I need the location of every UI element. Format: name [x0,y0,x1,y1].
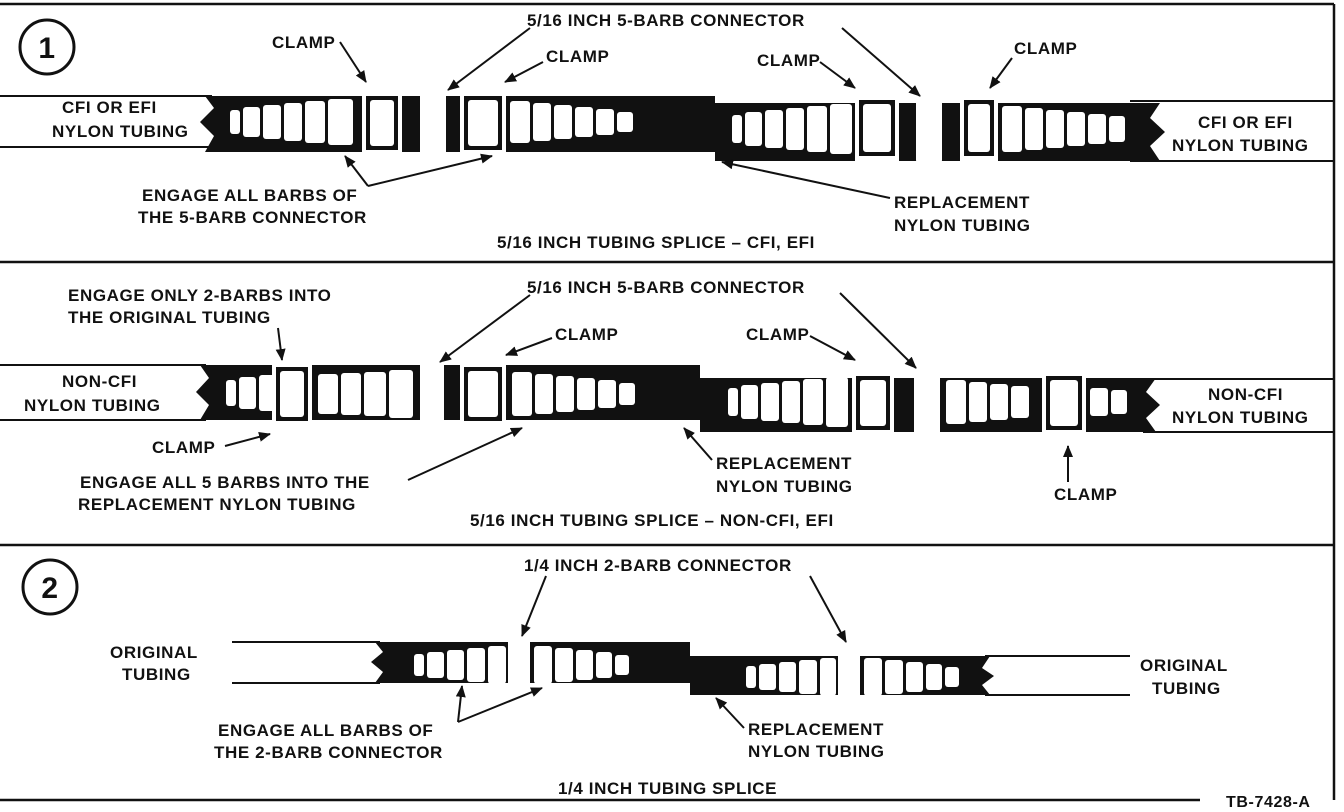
panel-2: ENGAGE ONLY 2-BARBS INTO THE ORIGINAL TU… [0,278,1334,530]
panel1-left-tubing-line1: CFI OR EFI [62,98,157,117]
panel1-right-tubing-line1: CFI OR EFI [1198,113,1293,132]
panel-3-tubing-assembly [232,640,1130,702]
step-number-2-badge: 2 [21,558,79,616]
panel2-caption: 5/16 INCH TUBING SPLICE – NON-CFI, EFI [470,511,834,530]
panel2-engage-all-line1: ENGAGE ALL 5 BARBS INTO THE [80,473,370,492]
panel2-replacement-line2: NYLON TUBING [716,477,853,496]
panel2-leader-arrows [224,292,1073,482]
panel1-replacement-line1: REPLACEMENT [894,193,1030,212]
panel3-right-tubing-line2: TUBING [1152,679,1221,698]
panel2-left-tubing-line1: NON-CFI [62,372,137,391]
panel1-engage-line2: THE 5-BARB CONNECTOR [138,208,367,227]
panel2-clamp-label-b: CLAMP [746,325,809,344]
figure-id: TB-7428-A [1226,794,1311,811]
panel3-connector-label: 1/4 INCH 2-BARB CONNECTOR [524,556,792,575]
panel3-left-tubing-line2: TUBING [122,665,191,684]
step-number-1: 1 [38,32,55,65]
panel3-caption: 1/4 INCH TUBING SPLICE [558,779,777,798]
panel1-leader-arrows [339,27,1013,199]
panel3-engage-line2: THE 2-BARB CONNECTOR [214,743,443,762]
panel2-right-tubing-line2: NYLON TUBING [1172,408,1309,427]
panel1-clamp-label-c: CLAMP [757,51,820,70]
panel1-clamp-label-b: CLAMP [546,47,609,66]
step-number-2: 2 [41,572,58,605]
panel3-engage-line1: ENGAGE ALL BARBS OF [218,721,433,740]
panel1-right-tubing-line2: NYLON TUBING [1172,136,1309,155]
panel1-clamp-label-d: CLAMP [1014,39,1077,58]
panel2-engage-only-line2: THE ORIGINAL TUBING [68,308,271,327]
panel1-connector-label: 5/16 INCH 5-BARB CONNECTOR [527,11,805,30]
panel2-engage-all-line2: REPLACEMENT NYLON TUBING [78,495,356,514]
panel3-right-tubing-line1: ORIGINAL [1140,656,1228,675]
panel2-right-tubing-line1: NON-CFI [1208,385,1283,404]
panel-dividers [0,2,1336,802]
panel-1: 1 [0,11,1334,252]
panel2-clamp-label-c: CLAMP [152,438,215,457]
panel-2-tubing-assembly [0,354,1334,442]
panel-3: 2 [21,556,1228,798]
panel1-replacement-line2: NYLON TUBING [894,216,1031,235]
panel3-replacement-line1: REPLACEMENT [748,720,884,739]
panel3-replacement-line2: NYLON TUBING [748,742,885,761]
panel2-clamp-label-a: CLAMP [555,325,618,344]
panel2-clamp-label-d: CLAMP [1054,485,1117,504]
panel-1-tubing-assembly [0,84,1334,166]
panel1-engage-line1: ENGAGE ALL BARBS OF [142,186,357,205]
panel1-left-tubing-line2: NYLON TUBING [52,122,189,141]
panel2-left-tubing-line2: NYLON TUBING [24,396,161,415]
panel3-left-tubing-line1: ORIGINAL [110,643,198,662]
panel1-clamp-label-a: CLAMP [272,33,335,52]
step-number-1-badge: 1 [18,18,76,76]
panel2-connector-label: 5/16 INCH 5-BARB CONNECTOR [527,278,805,297]
panel2-engage-only-line1: ENGAGE ONLY 2-BARBS INTO [68,286,331,305]
panel3-leader-arrows [455,575,847,729]
panel2-replacement-line1: REPLACEMENT [716,454,852,473]
panel1-caption: 5/16 INCH TUBING SPLICE – CFI, EFI [497,233,815,252]
